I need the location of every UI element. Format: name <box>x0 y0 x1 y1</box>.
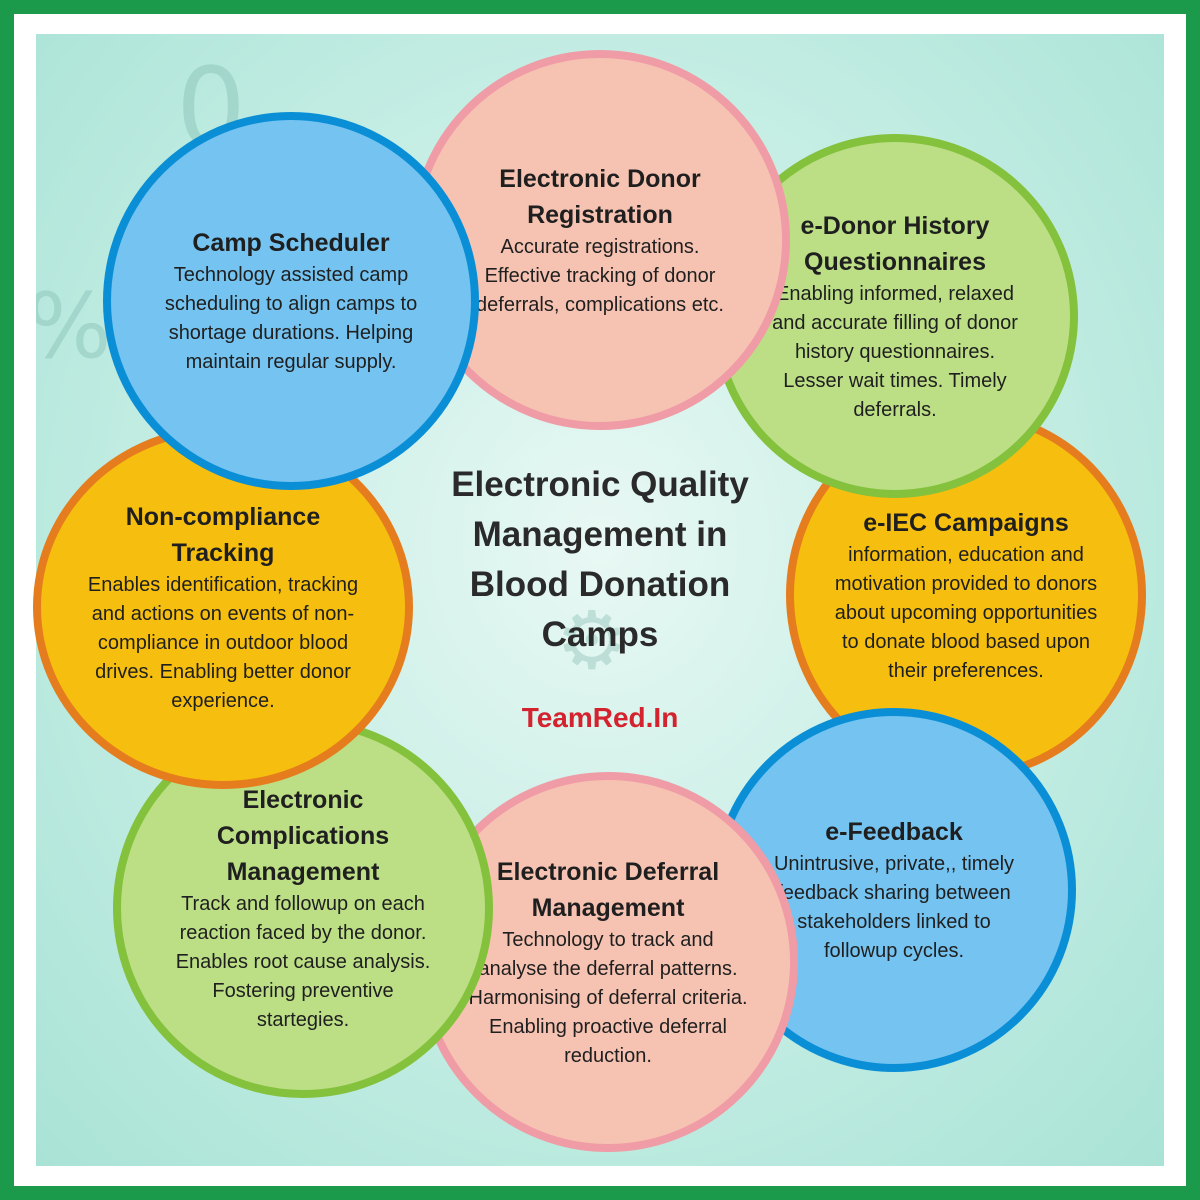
node-description: information, education and motivation pr… <box>834 543 1098 682</box>
brand-label: TeamRed.In <box>521 702 679 733</box>
node-title: Camp Scheduler <box>192 229 390 257</box>
node-title: Electronic Complications Management <box>216 785 390 886</box>
node-description: Technology assisted camp scheduling to a… <box>164 264 418 373</box>
node-non-compliance: Non-compliance Tracking Enables identifi… <box>33 425 413 789</box>
node-description: Enabling informed, relaxed and accurate … <box>772 282 1018 421</box>
node-title: e-Feedback <box>825 818 963 846</box>
node-donor-registration: Electronic Donor Registration Accurate r… <box>410 50 790 430</box>
node-title: e-Donor History Questionnaires <box>800 211 990 276</box>
background-gear-icon: ⚙ <box>556 594 628 687</box>
node-title: Non-compliance Tracking <box>125 502 321 567</box>
node-description: Unintrusive, private,, timely feedback s… <box>773 853 1015 962</box>
node-description: Track and followup on each reaction face… <box>175 892 431 1031</box>
diagram-title: Electronic Quality Management in Blood D… <box>451 465 749 654</box>
background-percent-icon: % <box>36 274 112 379</box>
node-description: Enables identification, tracking and act… <box>87 573 359 712</box>
node-title: e-IEC Campaigns <box>863 508 1069 537</box>
node-title: Electronic Deferral Management <box>496 857 720 922</box>
node-title: Electronic Donor Registration <box>499 164 701 229</box>
node-camp-scheduler: Camp Scheduler Technology assisted camp … <box>103 112 479 490</box>
node-description: Accurate registrations. Effective tracki… <box>476 235 724 316</box>
node-description: Technology to track and analyse the defe… <box>468 928 748 1067</box>
